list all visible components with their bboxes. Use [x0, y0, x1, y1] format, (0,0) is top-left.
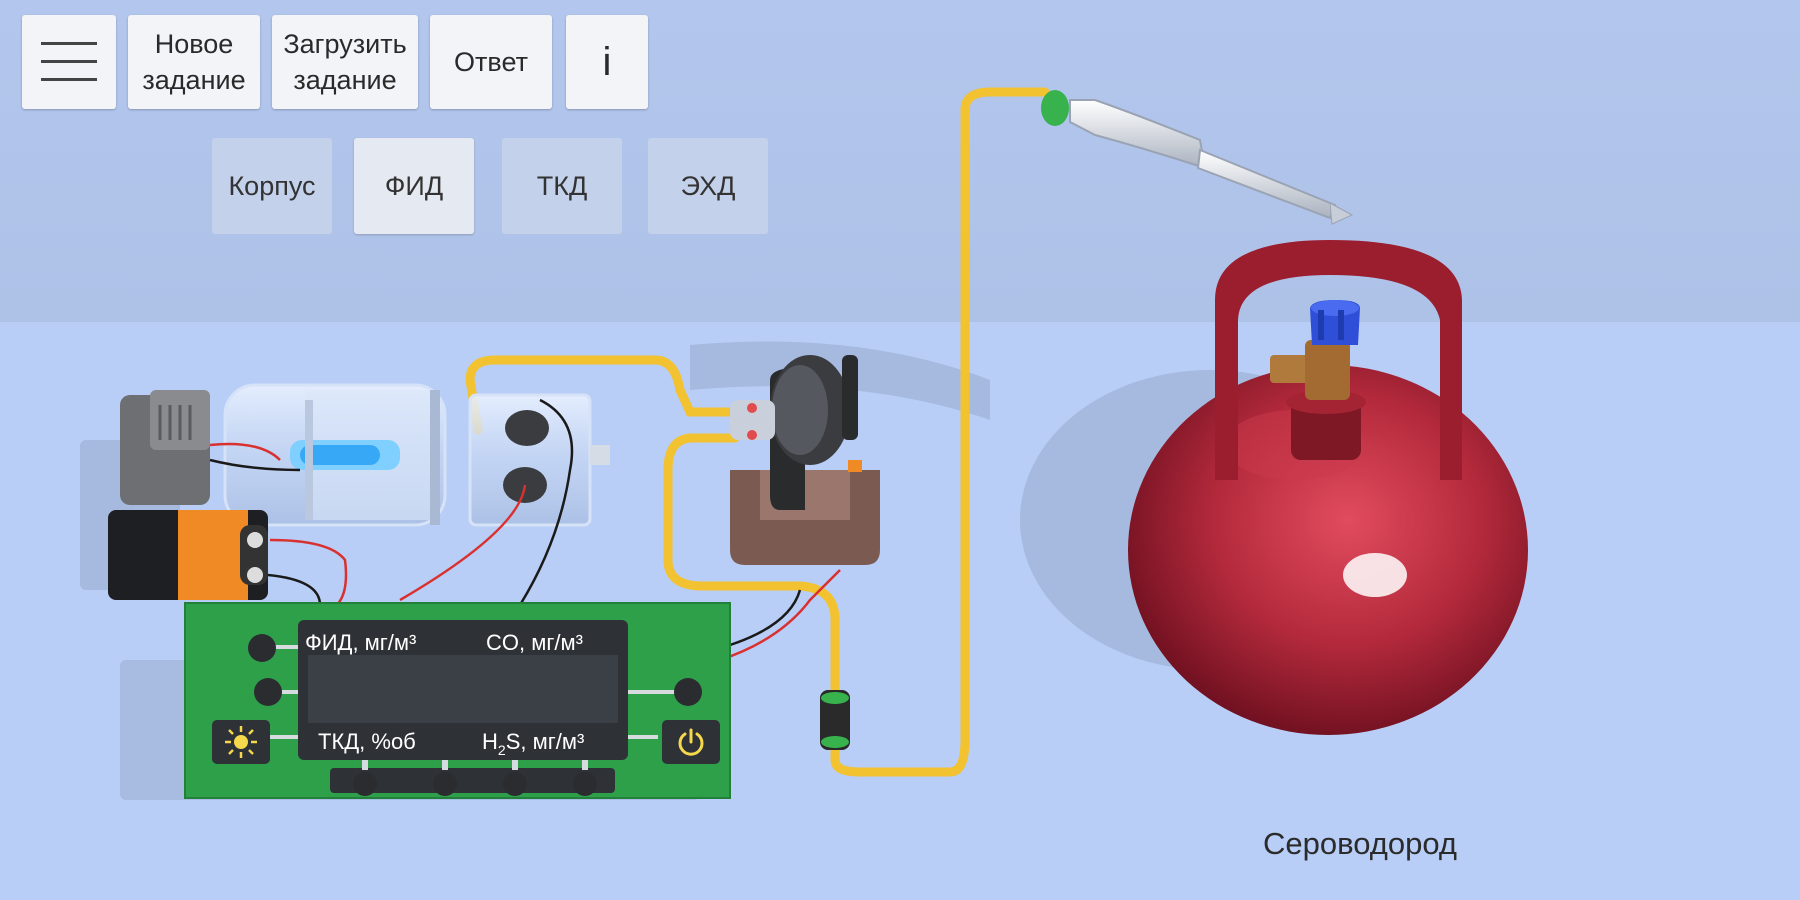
answer-label: Ответ: [454, 47, 528, 77]
mode-tkd-button[interactable]: ТКД: [502, 138, 622, 234]
new-task-button[interactable]: Новое задание: [128, 15, 260, 109]
sun-icon: [225, 726, 257, 758]
power-icon: [678, 728, 704, 756]
answer-button[interactable]: Ответ: [430, 15, 552, 109]
mode-tkd-label: ТКД: [536, 170, 588, 201]
mode-fid-button[interactable]: ФИД: [354, 138, 474, 234]
mode-ekhd-button[interactable]: ЭХД: [648, 138, 768, 234]
mode-korpus-label: Корпус: [228, 170, 316, 201]
mode-ekhd-label: ЭХД: [680, 170, 736, 201]
hamburger-menu-icon: [41, 42, 97, 81]
background-floor: [0, 322, 1800, 900]
load-task-button[interactable]: Загрузить задание: [272, 15, 418, 109]
load-task-label: Загрузить задание: [283, 29, 407, 95]
menu-button[interactable]: [22, 15, 116, 109]
cylinder-label: Сероводород: [1262, 826, 1457, 861]
power-button[interactable]: [662, 720, 720, 764]
new-task-label: Новое задание: [142, 29, 246, 95]
mode-korpus-button[interactable]: Корпус: [212, 138, 332, 234]
info-button[interactable]: i: [566, 15, 648, 109]
light-button[interactable]: [212, 720, 270, 764]
mode-fid-label: ФИД: [384, 170, 444, 201]
info-icon: i: [602, 40, 612, 84]
